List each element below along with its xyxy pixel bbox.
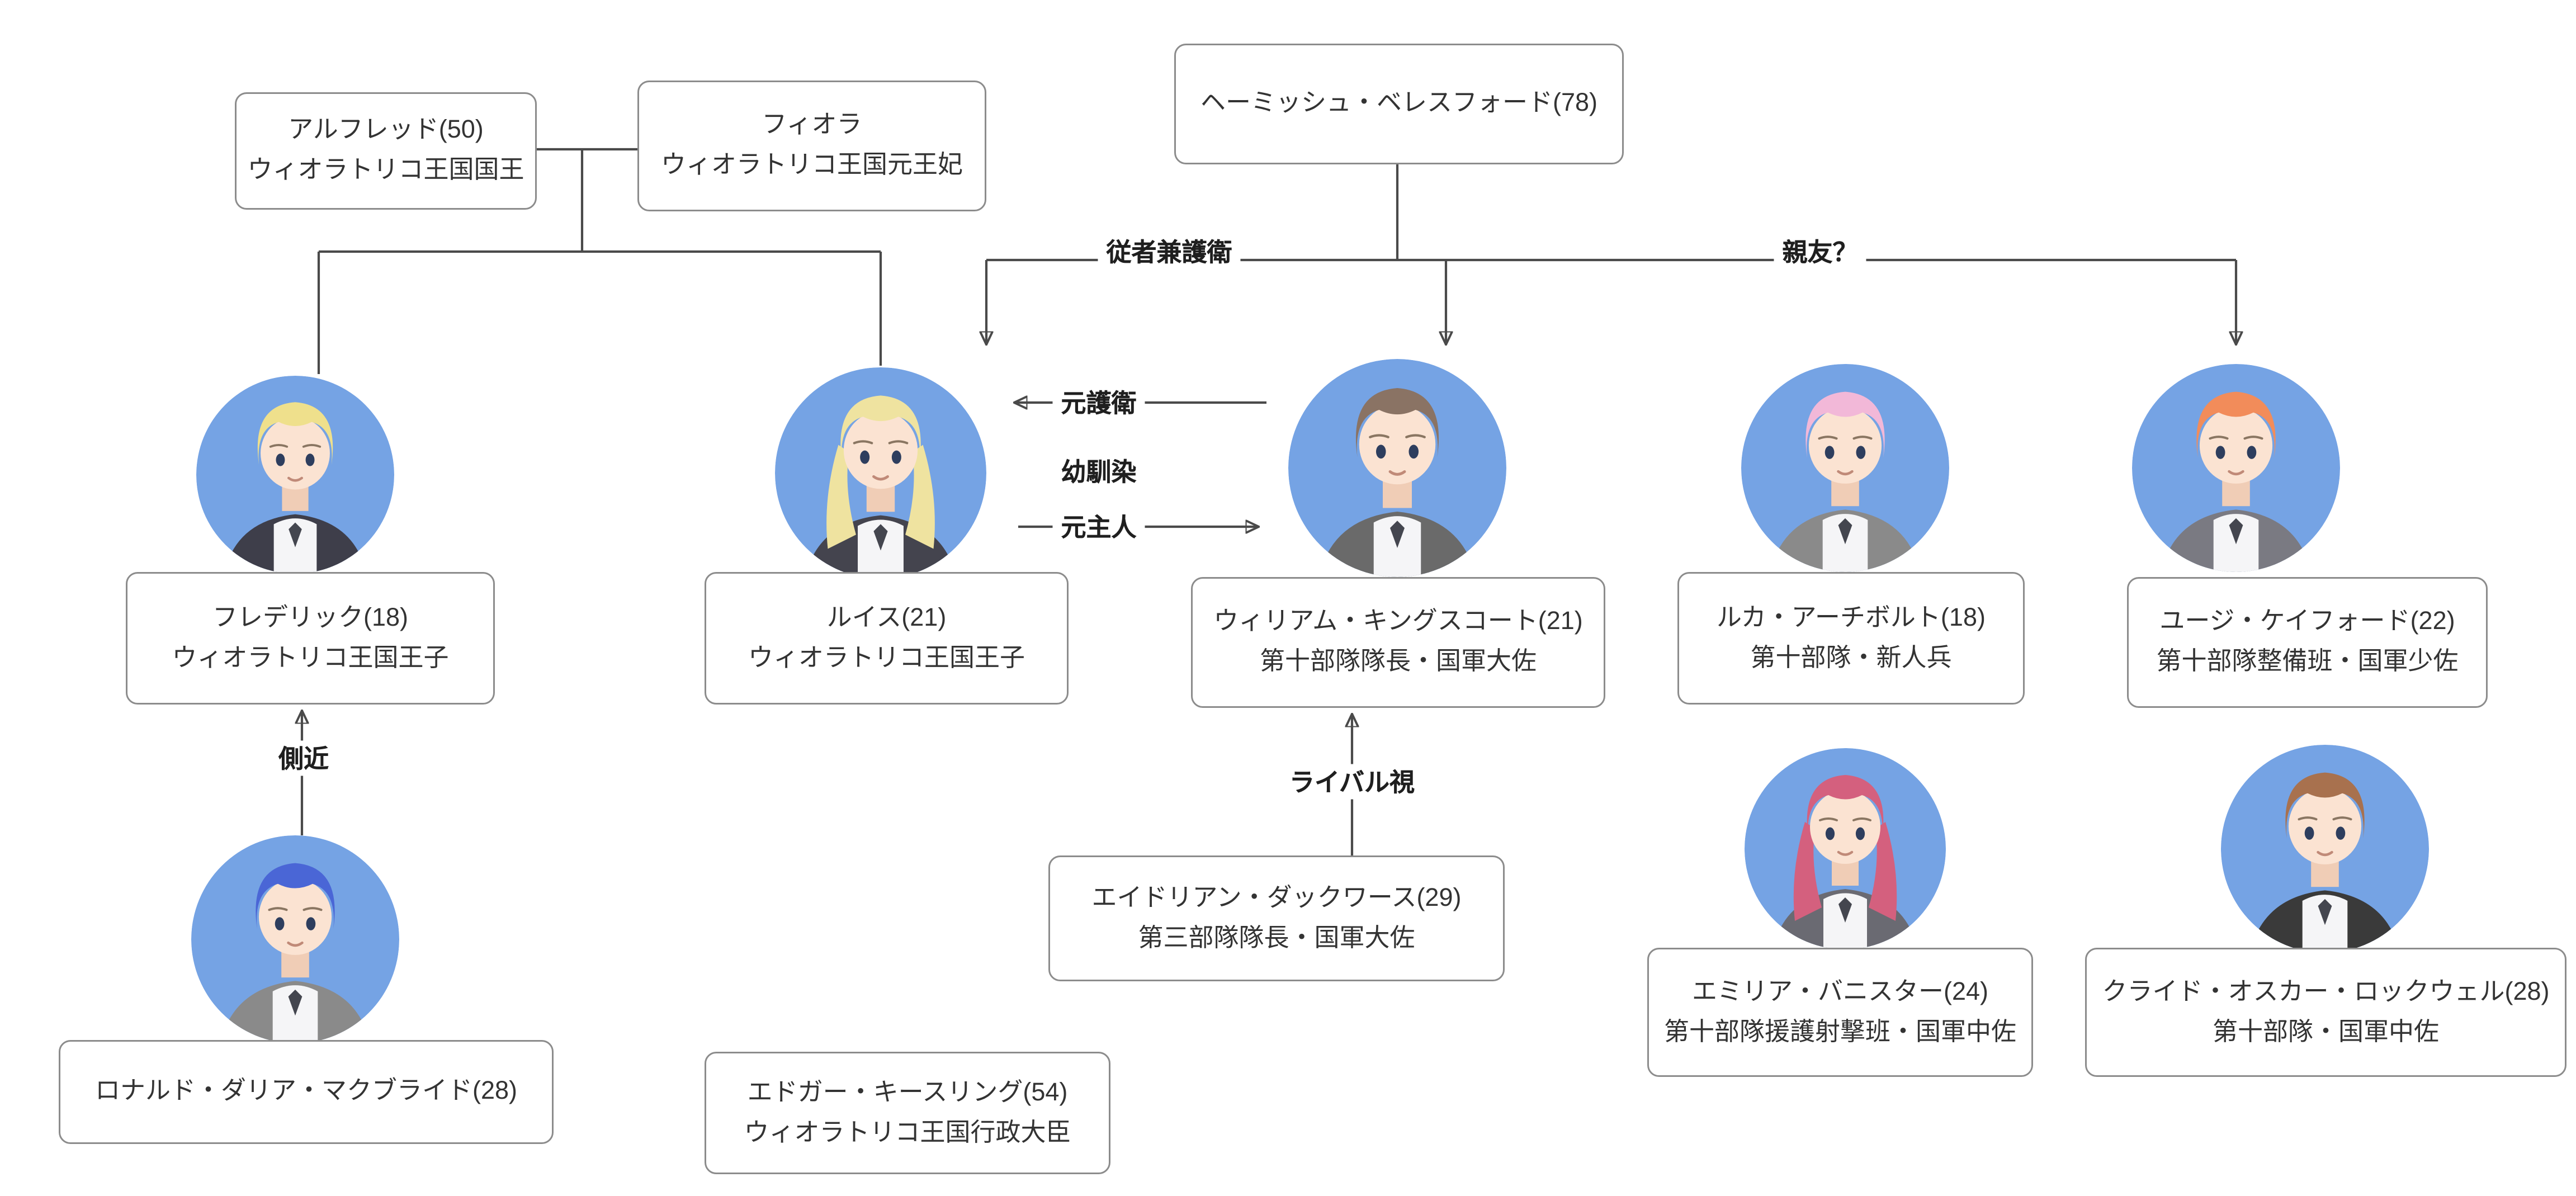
node-luca-role: 第十部隊・新人兵 [1750,643,1952,672]
relation-label-former-guard: 元護衛 [1052,385,1145,420]
node-yuji-name: ユージ・ケイフォード(22) [2159,607,2455,636]
node-frederick-name: フレデリック(18) [212,603,409,632]
relation-label-best-friend: 親友？ [1774,234,1866,270]
node-edgar: エドガー・キースリング(54) ウィオラトリコ王国行政大臣 [705,1052,1110,1174]
node-frederick: フレデリック(18) ウィオラトリコ王国王子 [126,572,495,705]
avatar-lewis [775,367,986,579]
node-luca: ルカ・アーチボルト(18) 第十部隊・新人兵 [1677,572,2025,705]
node-emilia-role: 第十部隊援護射撃班・国軍中佐 [1663,1017,2016,1046]
node-yuji: ユージ・ケイフォード(22) 第十部隊整備班・国軍少佐 [2127,577,2488,708]
node-fiora-name: フィオラ [762,111,862,139]
node-adrian: エイドリアン・ダックワース(29) 第三部隊隊長・国軍大佐 [1048,855,1505,981]
node-clyde-role: 第十部隊・国軍中佐 [2212,1017,2439,1046]
node-lewis: ルイス(21) ウィオラトリコ王国王子 [705,572,1069,705]
node-edgar-role: ウィオラトリコ王国行政大臣 [744,1118,1071,1147]
node-fiora: フィオラ ウィオラトリコ王国元王妃 [637,81,986,211]
node-adrian-name: エイドリアン・ダックワース(29) [1091,883,1462,912]
node-alfred-role: ウィオラトリコ王国国王 [247,156,524,185]
node-alfred-name: アルフレッド(50) [288,116,484,144]
relation-label-childhood-friend: 幼馴染 [1052,453,1145,489]
avatar-emilia [1745,748,1946,949]
node-emilia-name: エミリア・バニスター(24) [1691,977,1989,1006]
avatar-frederick [196,376,394,574]
node-frederick-role: ウィオラトリコ王国王子 [172,643,449,672]
node-fiora-role: ウィオラトリコ王国元王妃 [660,151,963,179]
avatar-yuji [2132,364,2340,572]
avatar-ronald [191,835,399,1043]
node-william: ウィリアム・キングスコート(21) 第十部隊隊長・国軍大佐 [1191,577,1605,708]
node-lewis-name: ルイス(21) [826,603,947,632]
node-ronald-name: ロナルド・ダリア・マクブライド(28) [94,1077,518,1105]
node-ronald: ロナルド・ダリア・マクブライド(28) [59,1040,554,1144]
relation-label-former-master: 元主人 [1052,509,1145,545]
node-edgar-name: エドガー・キースリング(54) [747,1077,1068,1107]
relation-label-rival: ライバル視 [1280,764,1424,800]
node-clyde: クライド・オスカー・ロックウェル(28) 第十部隊・国軍中佐 [2085,948,2566,1077]
relation-label-servant-guard: 従者兼護衛 [1098,234,1241,270]
avatar-luca [1741,364,1949,572]
node-hamish-name: ヘーミッシュ・ベレスフォード(78) [1200,89,1598,117]
node-adrian-role: 第三部隊隊長・国軍大佐 [1138,923,1415,952]
node-emilia: エミリア・バニスター(24) 第十部隊援護射撃班・国軍中佐 [1647,948,2033,1077]
node-alfred: アルフレッド(50) ウィオラトリコ王国国王 [235,92,537,210]
node-yuji-role: 第十部隊整備班・国軍少佐 [2156,647,2459,676]
node-clyde-name: クライド・オスカー・ロックウェル(28) [2102,977,2550,1006]
node-lewis-role: ウィオラトリコ王国王子 [748,643,1025,672]
avatar-clyde [2221,745,2429,953]
node-hamish: ヘーミッシュ・ベレスフォード(78) [1174,44,1624,164]
relation-label-aide: 側近 [270,740,338,776]
avatar-william [1288,359,1506,577]
node-william-name: ウィリアム・キングスコート(21) [1213,607,1583,636]
node-william-role: 第十部隊隊長・国軍大佐 [1259,647,1537,676]
node-luca-name: ルカ・アーチボルト(18) [1716,603,1986,632]
